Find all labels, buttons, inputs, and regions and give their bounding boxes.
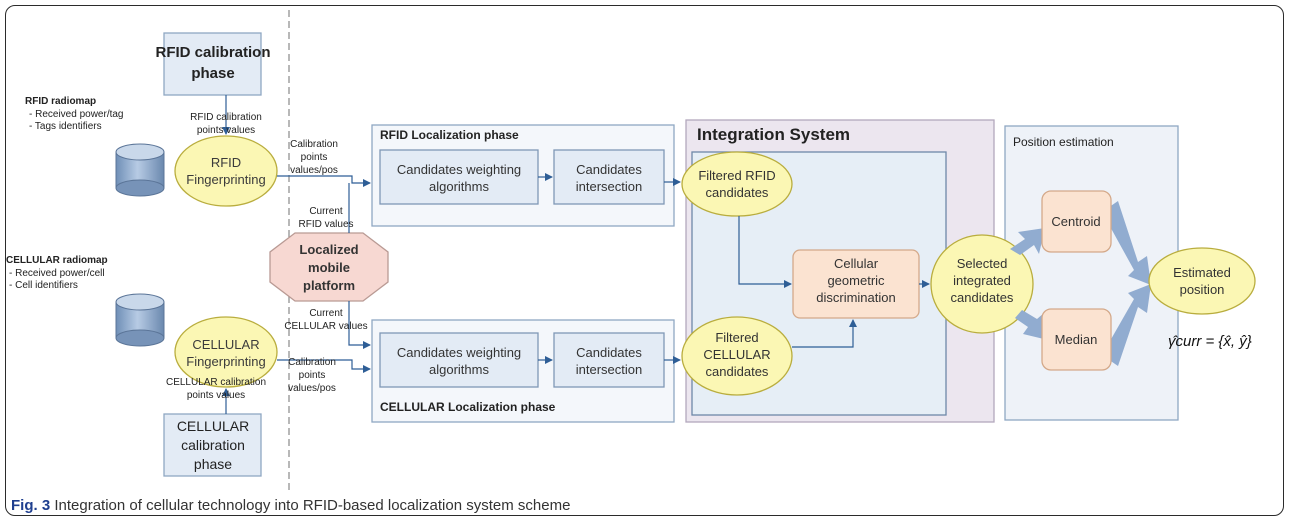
- fan-out-arrows: [1010, 201, 1151, 366]
- rfid-weighting-label: algorithms: [429, 179, 489, 194]
- rfid-fingerprinting-label: RFID: [211, 155, 241, 170]
- rfid-cal-points-label: points values: [197, 125, 255, 136]
- current-cellular-label: Current: [309, 308, 343, 319]
- position-estimation-title: Position estimation: [1013, 135, 1114, 149]
- cellular-fingerprinting-label: Fingerprinting: [186, 354, 266, 369]
- filtered-rfid-label: candidates: [706, 185, 769, 200]
- cellular-weighting-label: algorithms: [429, 362, 489, 377]
- cellular-radiomap-line: - Received power/cell: [9, 268, 105, 279]
- caption-text: Integration of cellular technology into …: [54, 497, 571, 514]
- cell-cal-values-label: Calibration: [288, 357, 336, 368]
- rfid-cal-points-label: RFID calibration: [190, 112, 262, 123]
- selected-candidates-label: Selected: [957, 256, 1008, 271]
- cellular-weighting-label: Candidates weighting: [397, 345, 521, 360]
- rfid-intersection-box: [553, 149, 665, 205]
- cellular-weighting-box: [379, 332, 539, 388]
- rfid-intersection-label: Candidates: [576, 162, 642, 177]
- rfid-cal-values-label: points: [301, 152, 328, 163]
- figure-frame: [5, 5, 1284, 516]
- filtered-rfid-node: [681, 151, 793, 217]
- rfid-calibration-label: RFID calibration: [155, 44, 270, 61]
- mobile-platform-label: Localized: [299, 242, 358, 257]
- median-box: [1041, 308, 1112, 371]
- mobile-platform-label: platform: [303, 278, 355, 293]
- figure-caption: Fig. 3 Integration of cellular technolog…: [11, 497, 570, 514]
- rfid-calibration-label-2: phase: [191, 65, 234, 82]
- rfid-phase-title: RFID Localization phase: [380, 128, 519, 142]
- discrimination-label: discrimination: [816, 290, 895, 305]
- mobile-platform-node: [269, 232, 389, 302]
- rfid-cal-values-label: Calibration: [290, 139, 338, 150]
- rfid-calibration-box: [163, 32, 262, 96]
- current-rfid-label: Current: [309, 206, 343, 217]
- selected-candidates-label: candidates: [951, 290, 1014, 305]
- current-cellular-label: CELLULAR values: [284, 321, 367, 332]
- current-rfid-label: RFID values: [298, 219, 353, 230]
- rfid-radiomap-line: - Received power/tag: [29, 109, 124, 120]
- rfid-intersection-label: intersection: [576, 179, 642, 194]
- rfid-fingerprinting-node: [174, 135, 278, 207]
- cellular-intersection-label: Candidates: [576, 345, 642, 360]
- rfid-radiomap-title: RFID radiomap: [25, 96, 96, 107]
- rfid-weighting-label: Candidates weighting: [397, 162, 521, 177]
- cellular-phase-title: CELLULAR Localization phase: [380, 400, 556, 414]
- rfid-radiomap-database-icon: [115, 143, 165, 197]
- rfid-weighting-box: [379, 149, 539, 205]
- cellular-fingerprinting-label: CELLULAR: [192, 337, 259, 352]
- filtered-cellular-label: candidates: [706, 364, 769, 379]
- cellular-intersection-box: [553, 332, 665, 388]
- discrimination-label: geometric: [827, 273, 885, 288]
- centroid-box: [1041, 190, 1112, 253]
- selected-candidates-node: [930, 234, 1034, 334]
- cellular-intersection-label: intersection: [576, 362, 642, 377]
- estimated-position-formula: γ̂curr = {x̂, ŷ}: [1168, 333, 1252, 350]
- filtered-rfid-label: Filtered RFID: [698, 168, 775, 183]
- cell-cal-points-label: CELLULAR calibration: [166, 377, 266, 388]
- filtered-cellular-label: CELLULAR: [703, 347, 770, 362]
- cell-cal-values-label: values/pos: [288, 383, 336, 394]
- cellular-radiomap-title: CELLULAR radiomap: [6, 255, 108, 266]
- discrimination-label: Cellular: [834, 256, 879, 271]
- centroid-label: Centroid: [1051, 214, 1100, 229]
- filtered-cellular-label: Filtered: [715, 330, 758, 345]
- estimated-position-label: position: [1180, 282, 1225, 297]
- caption-label: Fig. 3: [11, 497, 51, 514]
- selected-candidates-label: integrated: [953, 273, 1011, 288]
- connector-arrows: [222, 95, 930, 414]
- cellular-radiomap-database-icon: [115, 293, 165, 347]
- cellular-fingerprinting-node: [174, 316, 278, 388]
- rfid-fingerprinting-label: Fingerprinting: [186, 172, 266, 187]
- cellular-radiomap-line: - Cell identifiers: [9, 280, 78, 291]
- estimated-position-label: Estimated: [1173, 265, 1231, 280]
- median-label: Median: [1055, 332, 1098, 347]
- cellular-calibration-label: CELLULAR: [177, 418, 249, 434]
- mobile-platform-label: mobile: [308, 260, 350, 275]
- integration-system-title: Integration System: [697, 125, 850, 144]
- filtered-cellular-node: [681, 316, 793, 396]
- rfid-cal-values-label: values/pos: [290, 165, 338, 176]
- cellular-calibration-box: [163, 413, 262, 477]
- cell-cal-values-label: points: [299, 370, 326, 381]
- rfid-radiomap-line: - Tags identifiers: [29, 121, 102, 132]
- cellular-calibration-label-3: phase: [194, 456, 232, 472]
- cell-cal-points-label: points values: [187, 390, 245, 401]
- estimated-position-node: [1148, 247, 1256, 315]
- cellular-calibration-label-2: calibration: [181, 437, 245, 453]
